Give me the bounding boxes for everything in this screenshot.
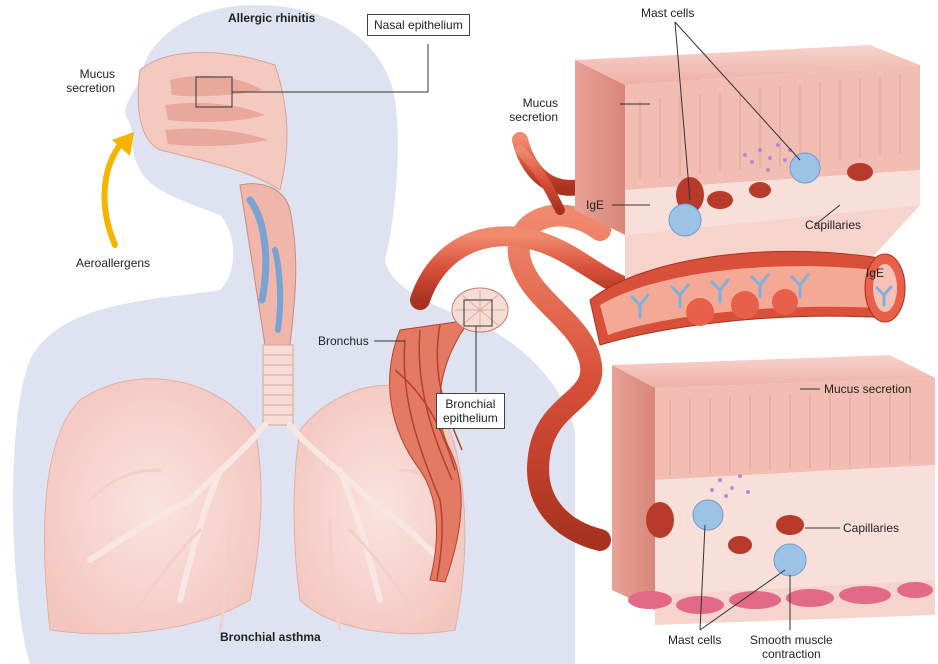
smooth-muscle-line2: contraction (750, 647, 833, 661)
mucus-secretion-lower-label: Mucus secretion (824, 382, 911, 396)
aeroallergens-label: Aeroallergens (76, 256, 150, 270)
mucus-secretion-nose-line2: secretion (47, 81, 115, 95)
smooth-muscle-line1: Smooth muscle (750, 633, 833, 647)
ige-top-label: IgE (586, 198, 604, 212)
allergic-rhinitis-title: Allergic rhinitis (228, 11, 315, 25)
smooth-muscle-label: Smooth muscle contraction (750, 633, 833, 661)
mast-cells-top-label: Mast cells (641, 6, 694, 20)
mucus-secretion-nose-line1: Mucus (47, 67, 115, 81)
bronchus-label: Bronchus (318, 334, 369, 348)
bronchial-epithelium-line1: Bronchial (443, 397, 498, 411)
mucus-secretion-nose-label: Mucus secretion (47, 67, 115, 95)
mast-cells-bottom-label: Mast cells (668, 633, 721, 647)
capillaries-lower-label: Capillaries (843, 521, 899, 535)
mucus-secretion-block-label: Mucus secretion (498, 96, 558, 124)
mucus-secretion-block-line1: Mucus (498, 96, 558, 110)
capillaries-top-label: Capillaries (805, 218, 861, 232)
bronchial-asthma-title: Bronchial asthma (220, 630, 321, 644)
aeroallergen-arrow (105, 132, 134, 245)
nasal-epithelium-label: Nasal epithelium (367, 14, 470, 36)
bronchial-epithelium-line2: epithelium (443, 411, 498, 425)
nasal-tissue-block (575, 45, 920, 280)
ige-vessel-label: IgE (866, 266, 884, 280)
mucus-secretion-block-line2: secretion (498, 110, 558, 124)
bronchial-epithelium-label: Bronchial epithelium (436, 393, 505, 429)
